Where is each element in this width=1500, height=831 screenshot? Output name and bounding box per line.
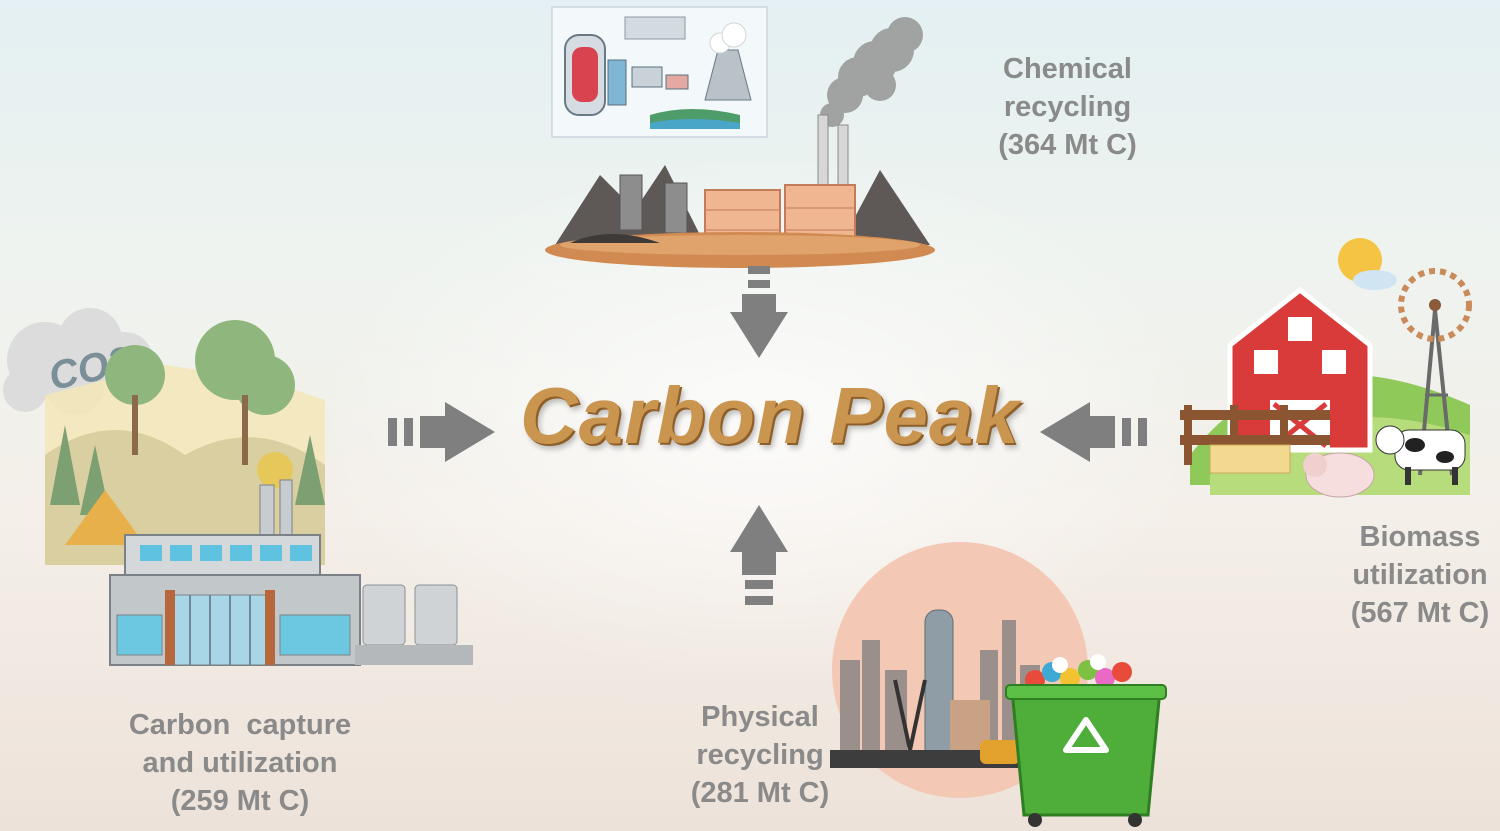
chemical-recycling-name-line2: recycling [1003,91,1132,123]
physical-recycling-name-line1: Physical [701,701,819,733]
farm-barn-icon [1180,238,1472,498]
arrow-up-from-physical [730,505,788,605]
physical-recycling-label: Physical recycling (281 Mt C) [670,698,850,812]
arrow-left-from-biomass [1040,402,1147,462]
arrow-down-from-chemical [730,266,788,358]
carbon-capture-name-line2: and utilization [142,747,338,779]
chemical-recycling-name-line1: Chemical [1003,53,1132,85]
carbon-capture-name-line1: Carbon capture [128,709,352,741]
chemical-recycling-label: Chemical recycling (364 Mt C) [960,50,1175,164]
chemical-recycling-value: (364 Mt C) [998,129,1137,161]
biomass-utilization-value: (567 Mt C) [1350,597,1490,629]
biomass-utilization-name-line1: Biomass [1359,521,1481,553]
physical-recycling-name-line2: recycling [696,739,824,771]
biomass-illustration [1170,235,1480,510]
carbon-capture-value: (259 Mt C) [170,785,310,817]
carbon-capture-label: Carbon capture and utilization (259 Mt C… [105,706,375,820]
biomass-utilization-name-line2: utilization [1352,559,1488,591]
carbon-capture-illustration: CO2 [3,305,475,670]
power-plant-icon [545,6,935,268]
chemical-recycling-illustration [540,5,940,275]
carbon-peak-title: Carbon Peak [519,371,1021,460]
physical-recycling-value: (281 Mt C) [690,777,830,809]
capture-factory-icon: CO2 [3,308,473,666]
recycling-bin-icon [830,542,1167,827]
arrow-right-from-capture [388,402,495,462]
physical-recycling-illustration [830,540,1170,828]
biomass-utilization-label: Biomass utilization (567 Mt C) [1335,518,1500,632]
